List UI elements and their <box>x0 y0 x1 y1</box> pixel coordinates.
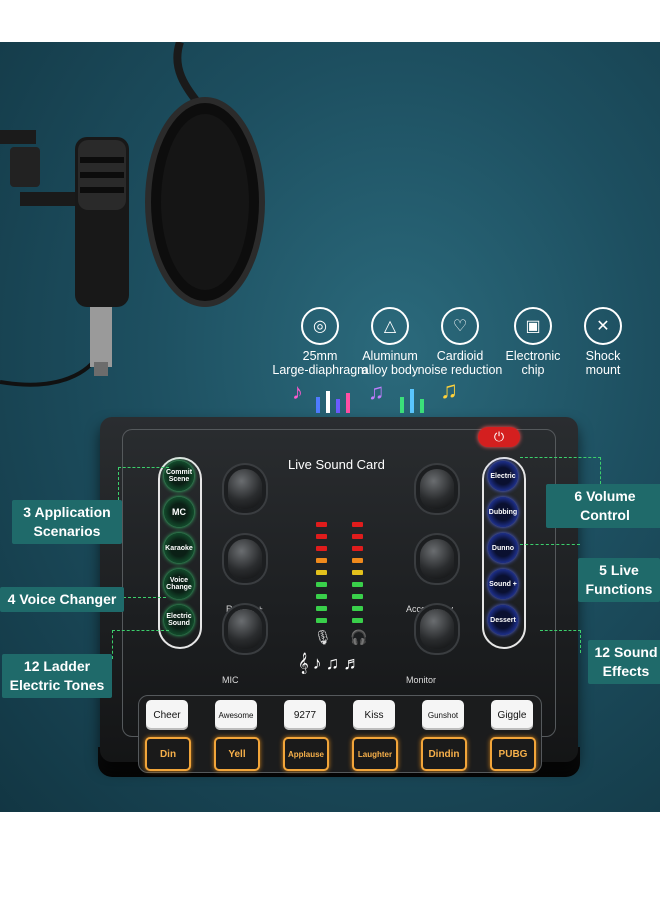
scene-button-mc[interactable]: MC <box>164 497 194 527</box>
effect-button-awesome[interactable]: Awesome <box>215 700 257 730</box>
bass-knob-left[interactable] <box>228 469 262 509</box>
callout-voice-changer: 4 Voice Changer <box>0 587 124 612</box>
scene-button-1[interactable]: Commit Scene <box>164 461 194 491</box>
callout-volume-control: 6 Volume Control <box>546 484 660 528</box>
cardioid-icon: ♡ <box>441 307 479 345</box>
leader-effects <box>540 630 581 653</box>
effect-button-giggle[interactable]: Giggle <box>491 700 533 730</box>
callout-application-scenarios: 3 Application Scenarios <box>12 500 122 544</box>
live-function-button-5[interactable]: Dessert <box>488 605 518 635</box>
sound-card-device: Commit Scene MC Karaoke Voice Change Ele… <box>100 417 578 773</box>
mic-label: MIC <box>222 675 239 685</box>
level-meter <box>314 522 364 634</box>
effect-button-laughter[interactable]: Laughter <box>352 737 398 771</box>
right-button-column <box>482 457 526 649</box>
effect-button-dindin[interactable]: Dindin <box>421 737 467 771</box>
mic-knob[interactable] <box>228 609 262 649</box>
accompany-label: Accompany <box>406 604 454 614</box>
effect-button-din[interactable]: Din <box>145 737 191 771</box>
effect-button-gunshot[interactable]: Gunshot <box>422 700 464 730</box>
leader-volume <box>520 457 601 484</box>
effect-button-kiss[interactable]: Kiss <box>353 700 395 730</box>
feature-cardioid: ♡ Cardioid noise reduction <box>412 307 508 377</box>
left-button-column <box>158 457 202 649</box>
effect-button-yell[interactable]: Yell <box>214 737 260 771</box>
monitor-knob[interactable] <box>420 609 454 649</box>
leader-ladder <box>112 630 169 659</box>
power-icon: ⏻ <box>493 429 505 444</box>
microphone-capsule-icon: ◎ <box>301 307 339 345</box>
shape-icon: △ <box>371 307 409 345</box>
microphone-illustration <box>0 42 265 387</box>
live-function-button-3[interactable]: Dunno <box>488 533 518 563</box>
leader-voice <box>118 597 166 598</box>
feature-chip: ▣ Electronic chip <box>485 307 581 377</box>
scene-button-karaoke[interactable]: Karaoke <box>164 533 194 563</box>
feature-aluminum: △ Aluminum alloy body <box>342 307 438 377</box>
mic-icon: 🎙 <box>314 629 332 645</box>
electric-sound-button[interactable]: Electric Sound <box>164 605 194 635</box>
music-staff-icon: 𝄞♪♫♬ <box>298 653 366 673</box>
feature-shock-mount: ✕ Shock mount <box>555 307 651 377</box>
callout-ladder-tones: 12 Ladder Electric Tones <box>2 654 112 698</box>
effect-button-cheer[interactable]: Cheer <box>146 700 188 730</box>
power-button[interactable]: ⏻ <box>478 427 520 447</box>
live-function-button-2[interactable]: Dubbing <box>488 497 518 527</box>
callout-live-functions: 5 Live Functions <box>578 558 660 602</box>
voice-change-button[interactable]: Voice Change <box>164 569 194 599</box>
leader-application <box>118 467 169 500</box>
shock-mount-icon: ✕ <box>584 307 622 345</box>
effect-button-pubg[interactable]: PUBG <box>490 737 536 771</box>
bass-knob-right[interactable] <box>420 469 454 509</box>
headphone-icon: 🎧 <box>350 629 368 645</box>
device-title: Live Sound Card <box>288 457 385 472</box>
leader-live <box>520 544 580 545</box>
sound-wave-decoration: ♪ ♫ ♫ <box>270 377 470 417</box>
effect-button-9277[interactable]: 9277 <box>284 700 326 730</box>
effect-button-applause[interactable]: Applause <box>283 737 329 771</box>
accompany-knob[interactable] <box>420 539 454 579</box>
feature-diaphragm: ◎ 25mm Large-diaphragm <box>272 307 368 377</box>
chip-icon: ▣ <box>514 307 552 345</box>
live-function-button-1[interactable]: Electric <box>488 461 518 491</box>
live-function-button-4[interactable]: Sound + <box>488 569 518 599</box>
callout-sound-effects: 12 Sound Effects <box>588 640 660 684</box>
product-scene: ◎ 25mm Large-diaphragm △ Aluminum alloy … <box>0 42 660 812</box>
reverb-knob[interactable] <box>228 539 262 579</box>
monitor-label: Monitor <box>406 675 437 685</box>
sound-effect-panel <box>138 695 542 773</box>
